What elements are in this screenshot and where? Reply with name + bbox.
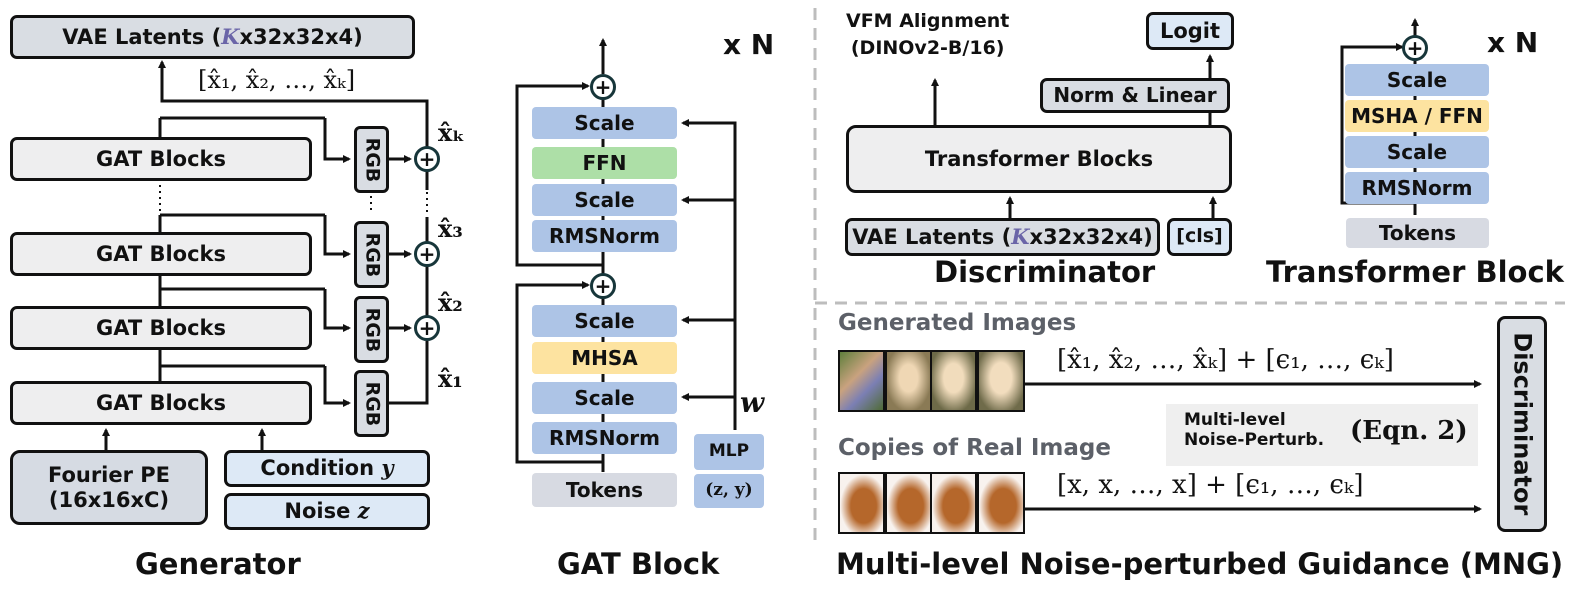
generated-image-thumb-1 xyxy=(838,350,885,412)
generated-image-thumb-4 xyxy=(977,350,1025,412)
generated-image-thumb-2 xyxy=(885,350,932,412)
tokens-box: Tokens xyxy=(532,473,677,507)
fourier-pe-shape: (16x16xC) xyxy=(48,487,170,512)
transformer-tokens-box: Tokens xyxy=(1346,218,1489,248)
noise-variable: z xyxy=(357,498,370,524)
real-image-thumb-2 xyxy=(885,472,932,534)
gat-blocks-stage-2: GAT Blocks xyxy=(10,306,312,350)
output-label-3: x̂₃ xyxy=(438,214,463,243)
equation-reference: (Eqn. 2) xyxy=(1350,416,1468,446)
gat-blocks-stage-k: GAT Blocks xyxy=(10,137,312,181)
output-label-k: x̂ₖ xyxy=(438,118,465,147)
rgb-head-3: RGB xyxy=(354,221,389,288)
vae-latents-label: VAE Latents ( xyxy=(852,224,1012,249)
logit-box: Logit xyxy=(1146,12,1234,50)
generated-image-thumb-3 xyxy=(930,350,977,412)
norm-linear-box: Norm & Linear xyxy=(1040,78,1230,113)
generated-images-heading: Generated Images xyxy=(838,310,1077,336)
w-label: w xyxy=(740,386,765,419)
transformer-rmsnorm: RMSNorm xyxy=(1345,172,1489,204)
mng-discriminator-label: Discriminator xyxy=(1508,332,1537,516)
condition-variable: y xyxy=(381,455,394,481)
gat-blocks-stage-3: GAT Blocks xyxy=(10,232,312,276)
mlp-input-box: (z, y) xyxy=(694,474,764,508)
output-label-1: x̂₁ xyxy=(438,364,463,393)
fourier-pe-label: Fourier PE xyxy=(47,463,171,488)
plus-icon: + xyxy=(414,315,440,341)
condition-box: Condition y xyxy=(224,450,430,487)
rgb-head-k: RGB xyxy=(354,126,389,193)
cls-token-box: [cls] xyxy=(1167,218,1232,256)
real-image-heading: Copies of Real Image xyxy=(838,435,1111,461)
noise-label: Noise xyxy=(284,499,351,524)
rgb-label: RGB xyxy=(361,137,384,182)
ffn-block: FFN xyxy=(532,147,677,179)
fourier-pe-box: Fourier PE (16x16xC) xyxy=(10,450,208,525)
real-formula: [x, x, …, x] + [ϵ₁, …, ϵₖ] xyxy=(1057,470,1364,500)
upper-scale-1: Scale xyxy=(532,107,677,139)
real-image-thumb-1 xyxy=(838,472,885,534)
generator-output-sequence: [x̂₁, x̂₂, …, x̂ₖ] xyxy=(198,66,356,94)
noise-perturb-label: Multi-level Noise-Perturb. xyxy=(1184,410,1324,451)
lower-scale-1: Scale xyxy=(532,305,677,337)
upper-scale-2: Scale xyxy=(532,184,677,216)
k-variable: K xyxy=(1011,223,1030,249)
rgb-label: RGB xyxy=(361,307,384,352)
condition-label: Condition xyxy=(260,456,375,481)
mlp-box: MLP xyxy=(694,434,764,470)
k-variable: K xyxy=(221,23,240,49)
msha-ffn-block: MSHA / FFN xyxy=(1345,100,1489,132)
gat-repeat-label: x N xyxy=(723,28,775,61)
transformer-repeat-label: x N xyxy=(1487,26,1539,59)
output-label-2: x̂₂ xyxy=(438,288,463,317)
vfm-alignment-model: (DINOv2-B/16) xyxy=(850,36,1005,59)
residual-add-icon: + xyxy=(590,273,616,299)
residual-add-icon: + xyxy=(1402,35,1428,61)
discriminator-title: Discriminator xyxy=(934,255,1156,289)
rgb-label: RGB xyxy=(361,381,384,426)
mhsa-block: MHSA xyxy=(532,342,677,374)
rgb-head-2: RGB xyxy=(354,296,389,363)
residual-add-icon: + xyxy=(590,74,616,100)
lower-scale-2: Scale xyxy=(532,382,677,414)
transformer-scale-2: Scale xyxy=(1345,136,1489,168)
plus-icon: + xyxy=(414,146,440,172)
vfm-alignment-label: VFM Alignment (DINOv2-B/16) xyxy=(846,8,1009,61)
vae-latents-label: VAE Latents ( xyxy=(62,24,222,49)
vae-latents-shape: x32x32x4) xyxy=(239,24,363,49)
rgb-label: RGB xyxy=(361,232,384,277)
noise-perturb-line2: Noise-Perturb. xyxy=(1184,430,1325,451)
gat-blocks-stage-1: GAT Blocks xyxy=(10,381,312,425)
generated-formula: [x̂₁, x̂₂, …, x̂ₖ] + [ϵ₁, …, ϵₖ] xyxy=(1057,345,1394,375)
plus-icon: + xyxy=(414,241,440,267)
mng-discriminator-box: Discriminator xyxy=(1497,316,1547,532)
vfm-alignment-title: VFM Alignment xyxy=(846,10,1010,32)
rgb-head-1: RGB xyxy=(354,370,389,437)
real-image-thumb-4 xyxy=(977,472,1025,534)
noise-box: Noise z xyxy=(224,493,430,530)
lower-rmsnorm: RMSNorm xyxy=(532,422,677,454)
vae-latents-shape: x32x32x4) xyxy=(1029,224,1153,249)
upper-rmsnorm: RMSNorm xyxy=(532,220,677,252)
noise-perturb-line1: Multi-level xyxy=(1184,410,1286,430)
transformer-blocks-box: Transformer Blocks xyxy=(846,125,1232,193)
real-image-thumb-3 xyxy=(930,472,977,534)
gat-block-title: GAT Block xyxy=(557,547,720,581)
noise-perturb-box: Multi-level Noise-Perturb. (Eqn. 2) xyxy=(1166,404,1478,466)
transformer-scale-1: Scale xyxy=(1345,64,1489,96)
mng-title: Multi-level Noise-perturbed Guidance (MN… xyxy=(836,547,1564,581)
generator-title: Generator xyxy=(135,547,301,581)
transformer-block-title: Transformer Block xyxy=(1266,255,1564,289)
